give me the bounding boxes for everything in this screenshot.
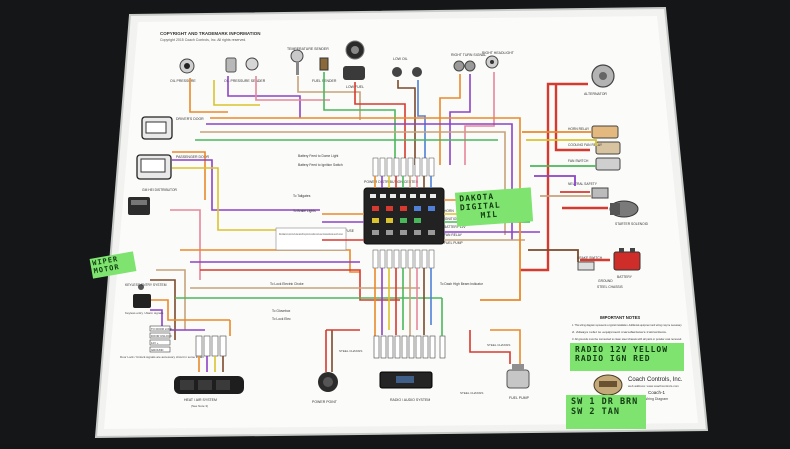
tape-radio: RADIO 12V YELLOW RADIO IGN RED bbox=[570, 343, 684, 371]
note-3: 3. All grounds must be connected to clea… bbox=[572, 337, 682, 341]
tape-text: RADIO IGN RED bbox=[575, 354, 651, 363]
left-ground-label: GROUND bbox=[151, 348, 163, 352]
fuel-pump-chassis: STEEL CHASSIS bbox=[487, 343, 510, 347]
power-point-chassis: STEEL CHASSIS bbox=[339, 349, 362, 353]
tape-dakota-digital: DAKOTA DIGITAL MIL bbox=[454, 187, 534, 227]
right-chassis-label: STEEL CHASSIS bbox=[597, 285, 624, 289]
fuse-labels: Battery Feed to Dome Light Battery Feed … bbox=[270, 154, 484, 321]
brake-switch-label: BRAKE SWITCH bbox=[577, 256, 603, 260]
gauge-low-oil: LOW OIL bbox=[392, 57, 422, 77]
notes-title: IMPORTANT NOTES bbox=[600, 315, 640, 320]
tape-text: RADIO 12V YELLOW bbox=[575, 345, 669, 354]
wiring-bottom bbox=[198, 298, 521, 372]
door-lock-label: TO DOOR LOCK bbox=[151, 327, 173, 331]
door-unlock-label: DOOR UNLOCK bbox=[151, 334, 172, 338]
fan-switch-label: FAN SWITCH bbox=[568, 159, 589, 163]
tailgates-label: To Tailgates bbox=[293, 194, 311, 198]
starter-label: STARTER SOLENOID bbox=[615, 222, 649, 226]
gauge-label: TEMPERATURE SENDER bbox=[287, 47, 329, 51]
gauge-oil-sender: OIL PRESSURE SENDER bbox=[224, 57, 266, 83]
driver-door-label: DRIVER'S DOOR bbox=[176, 117, 204, 121]
fuel-pump-component-label: FUEL PUMP bbox=[509, 396, 530, 400]
power-point-label: POWER POINT bbox=[312, 400, 338, 404]
right-components: ALTERNATOR HORN RELAY COOLING FAN RELAY … bbox=[568, 64, 649, 289]
keyless-note: Keyless entry / Alarm signals bbox=[125, 311, 164, 315]
dome-light-label: Battery Feed to Dome Light bbox=[298, 154, 338, 158]
passenger-door-label: PASSENGER DOOR bbox=[176, 155, 209, 159]
right-ground-label: GROUND bbox=[598, 279, 613, 283]
glovebox-label: To Glovebox bbox=[272, 309, 291, 313]
tape-switches: SW 1 DR BRN SW 2 TAN bbox=[566, 395, 646, 429]
wiring-left bbox=[150, 151, 442, 340]
diagram-model: Coach-1 bbox=[648, 390, 666, 395]
gauge-temperature-sender: TEMPERATURE SENDER bbox=[287, 47, 329, 75]
ignition-feed-label: Battery Feed to Ignition Switch bbox=[298, 163, 343, 167]
brake-lights-label: To Brake Lights bbox=[293, 209, 316, 213]
gauge-label: RIGHT HEADLIGHT bbox=[482, 51, 515, 55]
branding-block: Coach Controls, Inc. web address: www.co… bbox=[593, 374, 683, 401]
left-modules: GM HEI DISTRIBUTOR KEYLESS ENTRY SYSTEM … bbox=[120, 188, 204, 359]
radio-label: RADIO / AUDIO SYSTEM bbox=[390, 398, 430, 402]
fuel-pump-label: FUEL PUMP bbox=[444, 241, 464, 245]
gauge-label: OIL PRESSURE bbox=[170, 79, 196, 83]
door-note: Door Lock / Unlock signals are accessory… bbox=[120, 355, 204, 359]
fan-relay-label: FAN RELAY bbox=[444, 233, 463, 237]
fan-relay-component-label: COOLING FAN RELAY bbox=[568, 143, 603, 147]
bottom-modules: HEAT / AIR SYSTEM (See Note 3) POWER POI… bbox=[174, 335, 530, 408]
left-doors: DRIVER'S DOOR PASSENGER DOOR bbox=[136, 116, 209, 180]
gauge-row: OIL PRESSURE OIL PRESSURE SENDER TEMPERA… bbox=[170, 40, 515, 89]
note-2: 2. Always refer to equipment manufacture… bbox=[572, 330, 667, 334]
header-line: Copyright 2015 Coach Controls, Inc. All … bbox=[160, 38, 246, 42]
tape-text: SW 2 TAN bbox=[571, 407, 620, 417]
gauge-right-turn: RIGHT TURN SIGNAL bbox=[451, 53, 486, 72]
gauge-oil-pressure: OIL PRESSURE bbox=[170, 58, 196, 83]
company-name: Coach Controls, Inc. bbox=[628, 377, 683, 383]
gauge-label: OIL PRESSURE SENDER bbox=[224, 79, 266, 83]
tape-text: SW 1 DR BRN bbox=[571, 397, 639, 407]
header-title: COPYRIGHT AND TRADEMARK INFORMATION bbox=[160, 31, 261, 36]
horn-label: HORN bbox=[444, 209, 454, 213]
center-note-box bbox=[275, 227, 347, 251]
high-beam-label: To Dash High Beam Indicator bbox=[440, 282, 484, 286]
heat-air-label: HEAT / AIR SYSTEM bbox=[184, 398, 217, 402]
gauge-right-headlight: RIGHT HEADLIGHT bbox=[482, 51, 515, 69]
important-notes: IMPORTANT NOTES 1. This wiring diagram r… bbox=[572, 315, 682, 341]
ignition-label: IGNITION bbox=[444, 217, 459, 221]
pdc-label: POWER DISTRIBUTION CENTER bbox=[364, 180, 419, 184]
choke-label: To Lock Electric Choke bbox=[270, 282, 304, 286]
company-web: web address: www.coachcontrols.com bbox=[628, 384, 679, 388]
horn-relay-label: HORN RELAY bbox=[568, 127, 590, 131]
power-distribution-center: POWER DISTRIBUTION CENTER bbox=[363, 180, 445, 245]
diagram-subtitle: Wiring Diagram bbox=[644, 397, 668, 401]
radio-chassis: STEEL CHASSIS bbox=[460, 391, 483, 395]
alternator-label: ALTERNATOR bbox=[584, 92, 607, 96]
wiring-right bbox=[480, 82, 610, 301]
center-note: When ballast coil or pinion line the fus… bbox=[279, 232, 343, 236]
battery-label: BATTERY bbox=[617, 275, 633, 279]
neutral-safety-label: NEUTRAL SAFETY bbox=[568, 182, 598, 186]
lock-elec-label: To Lock Elec bbox=[272, 317, 291, 321]
keyless-label: KEYLESS ENTRY SYSTEM bbox=[125, 283, 167, 287]
gauge-label: RIGHT TURN SIGNAL bbox=[451, 53, 486, 57]
note-1: 1. This wiring diagram represents a typi… bbox=[572, 323, 682, 327]
heat-air-note: (See Note 3) bbox=[191, 404, 208, 408]
wiring-center bbox=[322, 176, 540, 340]
twelve-volt-label: 12V + bbox=[151, 341, 159, 345]
gauge-label: LOW OIL bbox=[393, 57, 408, 61]
distributor-label: GM HEI DISTRIBUTOR bbox=[142, 188, 178, 192]
battery-12v-label: BATTERY 12V bbox=[444, 225, 466, 229]
